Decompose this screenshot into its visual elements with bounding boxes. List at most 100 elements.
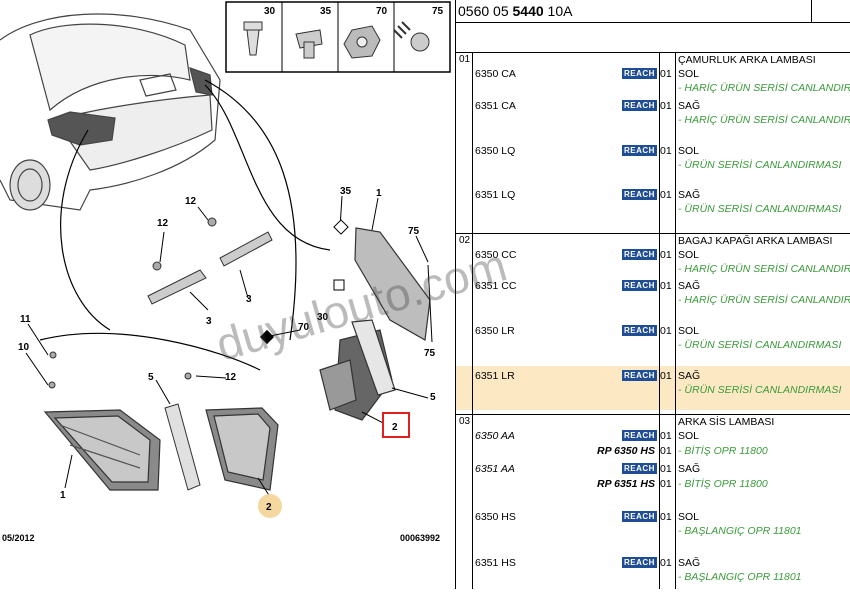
callout-12: 12 xyxy=(157,218,169,229)
screw-75-icon xyxy=(393,21,430,52)
side: SAĞ xyxy=(678,463,701,475)
part-note: - HARİÇ ÜRÜN SERİSİ CANLANDIR xyxy=(678,263,850,275)
side: SOL xyxy=(678,430,700,442)
clip-marker-icon xyxy=(333,219,349,235)
fastener-35-label: 35 xyxy=(320,6,332,17)
quantity: 01 xyxy=(660,370,672,382)
callout-leaders xyxy=(25,195,433,501)
plate-lamp-left xyxy=(147,269,207,305)
callout-3: 3 xyxy=(206,316,212,327)
clip-35-icon xyxy=(295,29,323,59)
reach-badge: REACH xyxy=(622,189,657,200)
quantity: 01 xyxy=(660,280,672,292)
figure-code: 00063992 xyxy=(400,533,440,543)
part-note: - HARİÇ ÜRÜN SERİSİ CANLANDIR xyxy=(678,114,850,126)
reach-badge: REACH xyxy=(622,370,657,381)
part-code[interactable]: 6351 LQ xyxy=(475,189,516,201)
ref-prefix: 0560 05 xyxy=(458,3,513,19)
tailgate-lamp-illustration xyxy=(205,407,279,491)
group-title: ÇAMURLUK ARKA LAMBASI xyxy=(678,54,816,66)
quantity: 01 xyxy=(660,557,672,569)
part-code[interactable]: 6351 CC xyxy=(475,280,517,292)
part-note: - ÜRÜN SERİSİ CANLANDIRMASI xyxy=(678,384,842,396)
group-number: 03 xyxy=(459,416,471,427)
side: SOL xyxy=(678,249,700,261)
reach-badge: REACH xyxy=(622,557,657,568)
ref-bold: 5440 xyxy=(512,3,544,19)
group-title: BAGAJ KAPAĞI ARKA LAMBASI xyxy=(678,235,833,247)
side: SOL xyxy=(678,511,700,523)
part-code[interactable]: 6350 LQ xyxy=(475,145,516,157)
replacement-code[interactable]: RP 6350 HS xyxy=(597,445,655,457)
reach-badge: REACH xyxy=(622,463,657,474)
quantity: 01 xyxy=(660,100,672,112)
leader-lines xyxy=(39,79,331,371)
quantity: 01 xyxy=(660,430,672,442)
callout-75: 75 xyxy=(408,226,420,237)
group-title: ARKA SİS LAMBASI xyxy=(678,416,775,428)
quantity: 01 xyxy=(660,325,672,337)
side: SAĞ xyxy=(678,557,701,569)
part-code[interactable]: 6351 AA xyxy=(475,463,515,475)
callout-30: 30 xyxy=(317,312,329,323)
bulb-icon xyxy=(48,217,217,389)
side: SOL xyxy=(678,325,700,337)
reach-badge: REACH xyxy=(622,511,657,522)
part-note: - BAŞLANGIÇ OPR 11801 xyxy=(678,525,802,537)
part-code[interactable]: 6350 CC xyxy=(475,249,517,261)
part-note: - HARİÇ ÜRÜN SERİSİ CANLANDIR xyxy=(678,82,850,94)
parts-illustration: 30 35 70 75 xyxy=(0,1,451,543)
part-code[interactable]: 6350 LR xyxy=(475,325,515,337)
part-note: - HARİÇ ÜRÜN SERİSİ CANLANDIR xyxy=(678,294,850,306)
part-code[interactable]: 6350 AA xyxy=(475,430,515,442)
group-02 xyxy=(456,233,850,234)
fastener-legend: 30 35 70 75 xyxy=(225,1,451,73)
quantity: 01 xyxy=(660,445,672,457)
part-note: - ÜRÜN SERİSİ CANLANDIRMASI xyxy=(678,159,842,171)
part-code[interactable]: 6351 LR xyxy=(475,370,515,382)
quantity: 01 xyxy=(660,511,672,523)
reach-badge: REACH xyxy=(622,430,657,441)
callout-1: 1 xyxy=(376,188,382,199)
exploded-diagram: 30 35 70 75 xyxy=(0,1,451,543)
fender-lamp-illustration xyxy=(43,409,161,491)
group-number: 01 xyxy=(459,54,471,65)
quantity: 01 xyxy=(660,478,672,490)
part-code[interactable]: 6350 CA xyxy=(475,68,516,80)
column-divider xyxy=(472,52,473,589)
reference-header: 0560 05 5440 10A xyxy=(456,0,850,23)
fastener-30-label: 30 xyxy=(264,6,276,17)
side: SAĞ xyxy=(678,189,701,201)
replacement-code[interactable]: RP 6351 HS xyxy=(597,478,655,490)
callout-2-selected[interactable]: 2 xyxy=(382,412,410,438)
quantity: 01 xyxy=(660,249,672,261)
rear-lamp-assembly xyxy=(319,227,431,421)
callout-11: 11 xyxy=(20,314,31,325)
column-divider xyxy=(675,52,676,589)
header-divider xyxy=(811,0,812,22)
callout-3: 3 xyxy=(246,294,252,305)
callout-70: 70 xyxy=(298,322,310,333)
quantity: 01 xyxy=(660,145,672,157)
side: SAĞ xyxy=(678,370,701,382)
group-01 xyxy=(456,52,850,53)
callout-75: 75 xyxy=(424,348,436,359)
callout-2-text: 2 xyxy=(392,422,398,433)
callout-2-circled[interactable]: 2 xyxy=(258,494,282,518)
car-body-illustration xyxy=(0,13,221,211)
part-code[interactable]: 6351 CA xyxy=(475,100,516,112)
callout-10: 10 xyxy=(18,342,30,353)
fastener-70-label: 70 xyxy=(376,6,388,17)
part-note: - BAŞLANGIÇ OPR 11801 xyxy=(678,571,802,583)
date-code: 05/2012 xyxy=(2,533,35,543)
plate-lamp-right xyxy=(219,231,273,267)
ref-suffix: 10A xyxy=(543,3,573,19)
reach-badge: REACH xyxy=(622,249,657,260)
clip-marker-icon xyxy=(259,329,275,345)
part-code[interactable]: 6351 HS xyxy=(475,557,516,569)
column-divider xyxy=(659,52,660,589)
trim-strip-illustration xyxy=(164,403,201,491)
part-note: - BİTİŞ OPR 11800 xyxy=(678,445,768,457)
part-code[interactable]: 6350 HS xyxy=(475,511,516,523)
parts-list-panel: 0560 05 5440 10A 01 ÇAMURLUK ARKA LAMBASI… xyxy=(455,0,850,589)
